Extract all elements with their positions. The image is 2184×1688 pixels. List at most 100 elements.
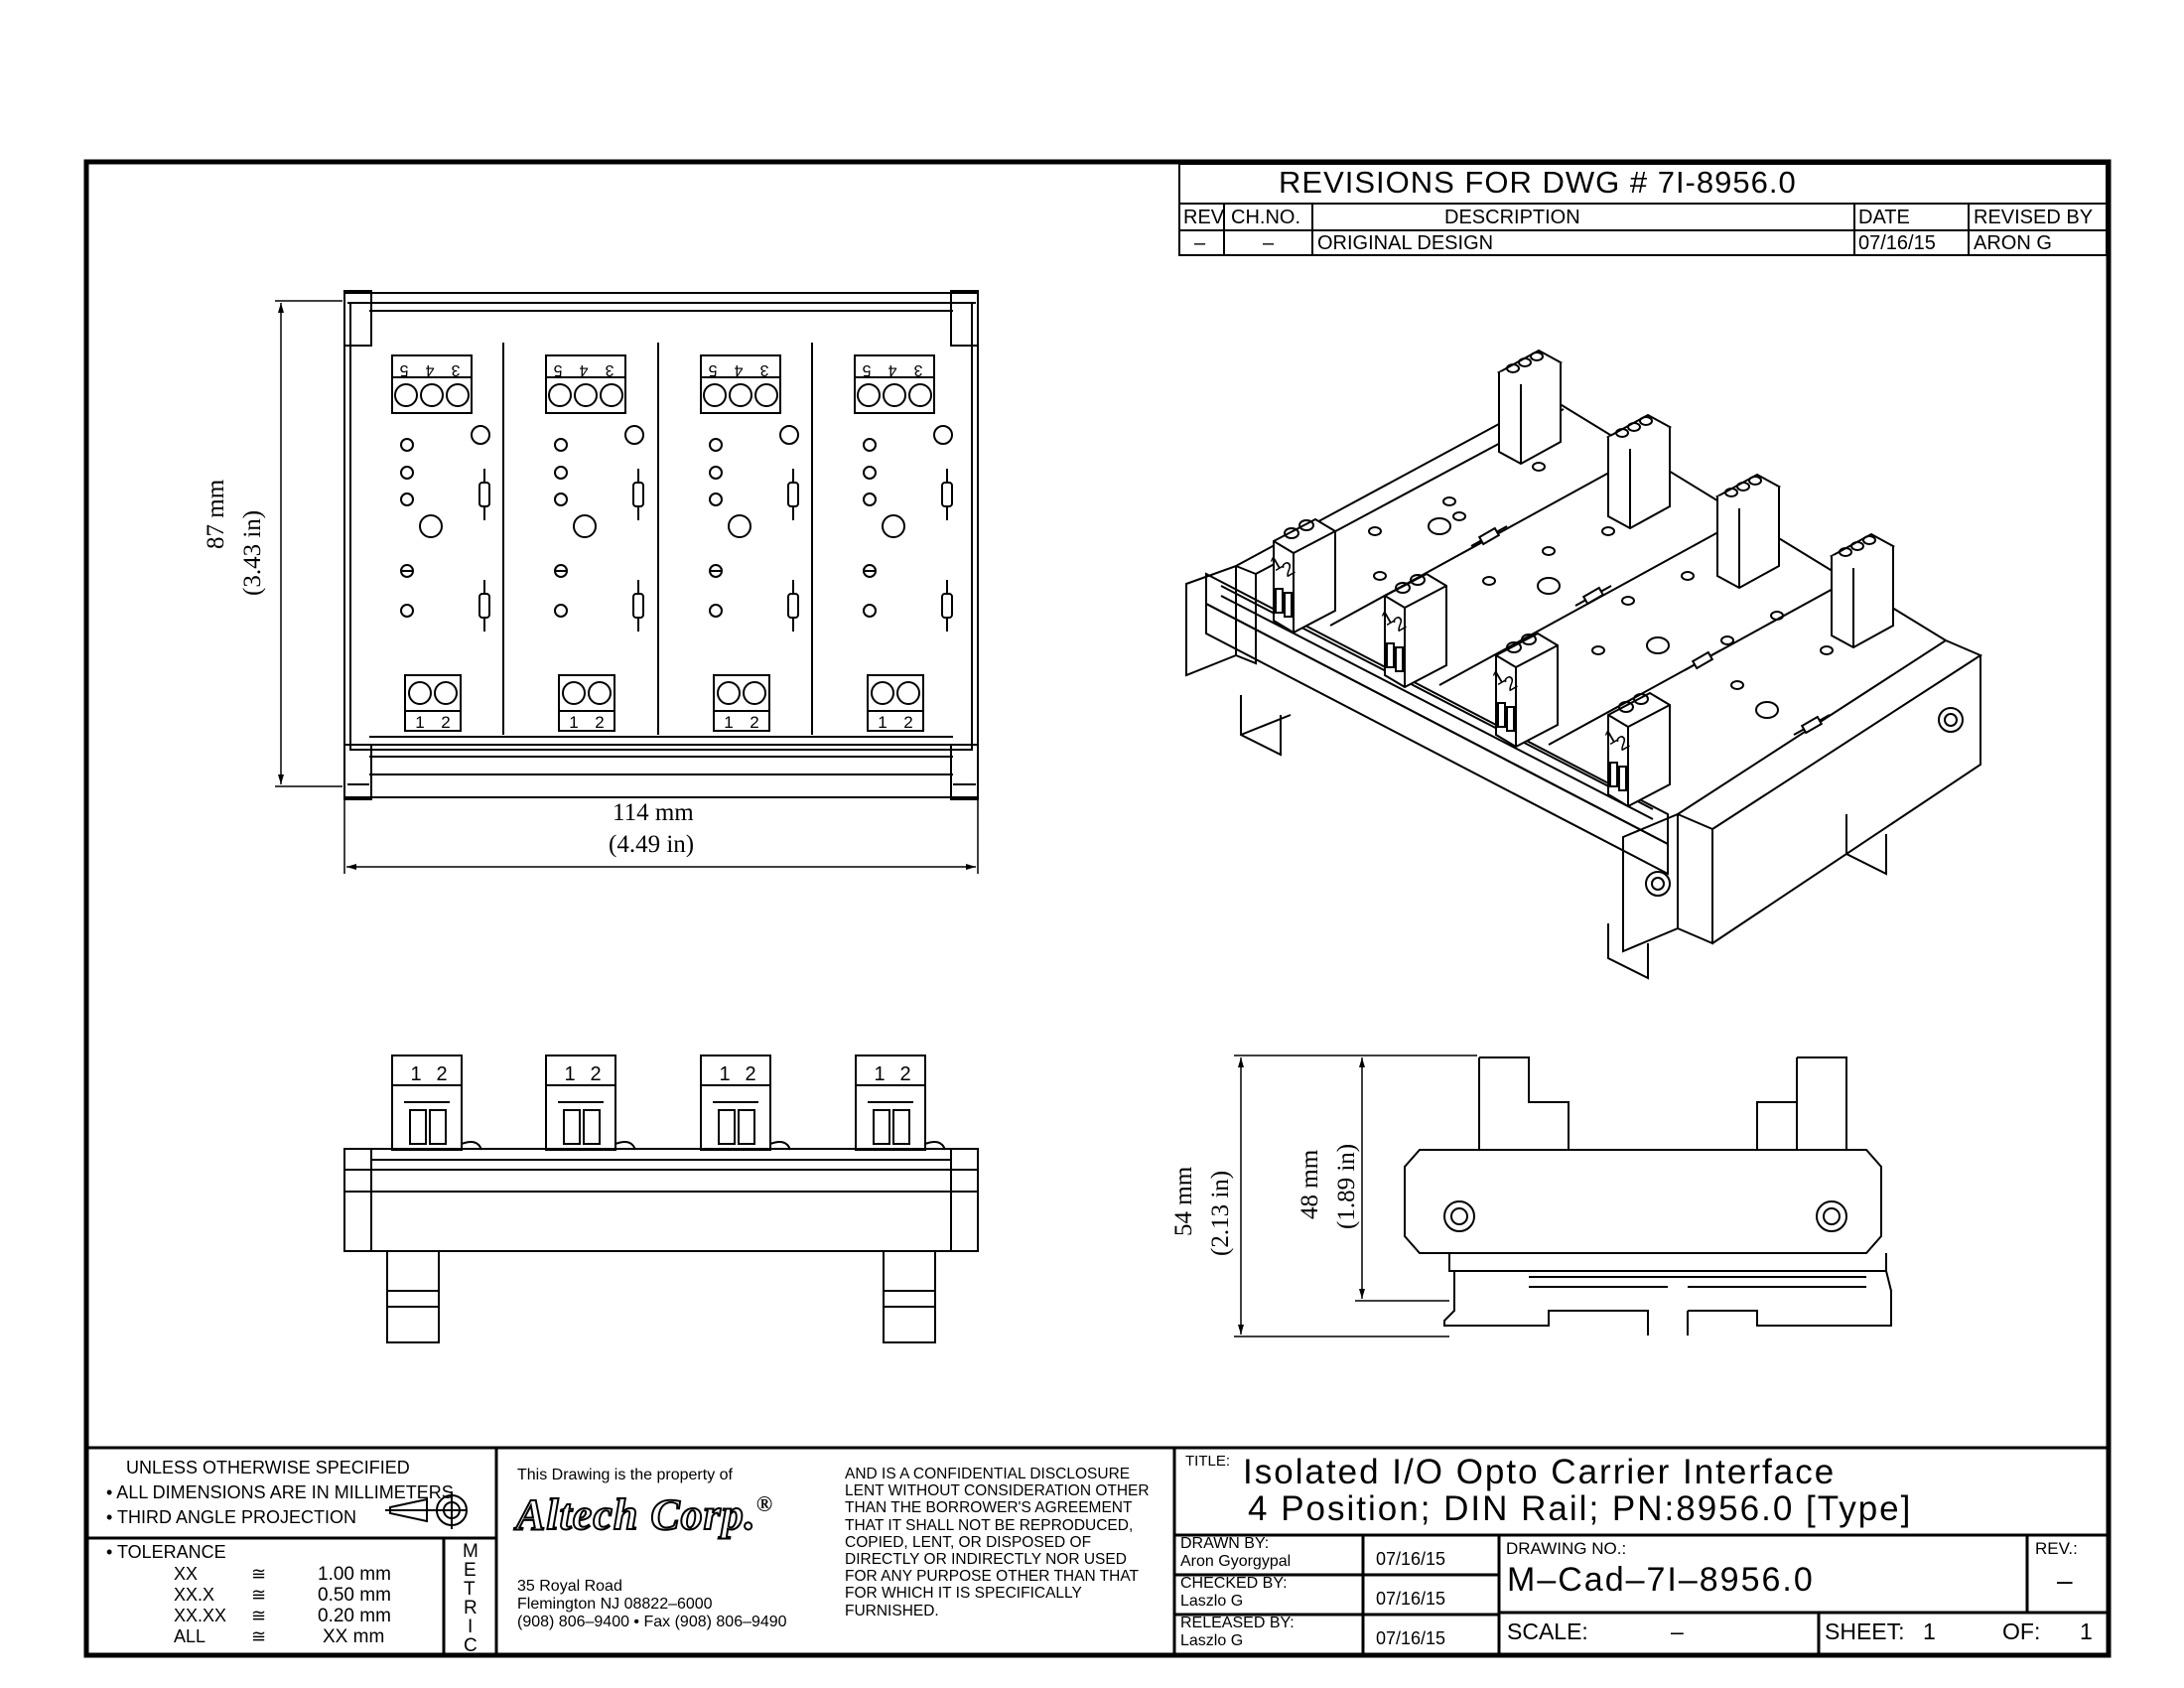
disclosure-line: FOR ANY PURPOSE OTHER THAN THAT xyxy=(845,1568,1139,1586)
tolerance-k1: XX.X xyxy=(174,1585,215,1605)
iso-screw-icon xyxy=(1724,488,1738,497)
front-terminal-body xyxy=(545,1055,616,1151)
tolerance-v1: 0.50 mm xyxy=(318,1585,391,1606)
terminal-screw-icon xyxy=(548,383,572,407)
resistor-icon xyxy=(787,580,799,632)
iso-terminal-low: 12 xyxy=(1378,572,1447,689)
screw-left-icon xyxy=(1443,1200,1475,1232)
mounting-hole-icon xyxy=(400,604,414,618)
checked-date: 07/16/15 xyxy=(1376,1589,1446,1609)
metric-c: C xyxy=(464,1635,478,1656)
wire-entry-icon xyxy=(563,1109,581,1145)
terminal-screw-icon xyxy=(908,383,932,407)
terminal-screw-icon xyxy=(434,681,458,705)
iso-opto-icon xyxy=(1537,577,1561,595)
top-height-mm: 87 mm xyxy=(203,479,229,549)
drawn-label: DRAWN BY: xyxy=(1180,1535,1270,1552)
resistor-icon xyxy=(941,469,953,520)
iso-screw-icon xyxy=(1506,641,1522,653)
iso-terminal-low: 12 xyxy=(1601,691,1671,808)
terminal-screw-icon xyxy=(729,383,752,407)
resistor-icon xyxy=(787,469,799,520)
terminal-screw-icon xyxy=(703,383,727,407)
iso-screw-icon xyxy=(1748,476,1762,486)
tolerance-k0: XX xyxy=(174,1564,199,1584)
disclosure-line: FOR WHICH IT IS SPECIFICALLY xyxy=(845,1585,1082,1603)
released-label: RELEASED BY: xyxy=(1180,1615,1295,1631)
iso-hole-icon xyxy=(1820,645,1834,655)
top-width-in: (4.49 in) xyxy=(609,831,695,858)
iso-screw-icon xyxy=(1627,422,1641,432)
company-logo: Altech Corp.® xyxy=(515,1490,773,1539)
tolerance-s1: ≅ xyxy=(251,1585,267,1605)
top-terminal-label: 3 xyxy=(913,361,922,378)
wire-entry-icon xyxy=(1497,702,1506,728)
front-terminal-label: 1 xyxy=(874,1063,885,1085)
notes-line3: • THIRD ANGLE PROJECTION xyxy=(106,1507,357,1527)
iso-screw-icon xyxy=(1615,428,1629,438)
wire-entry-icon xyxy=(583,1109,601,1145)
side-total-mm: 54 mm xyxy=(1170,1166,1197,1236)
mounting-hole-icon xyxy=(933,425,953,445)
iso-screw-icon xyxy=(1736,482,1750,492)
tolerance-v2: 0.20 mm xyxy=(318,1606,391,1626)
iso-screw-icon xyxy=(1618,701,1634,713)
front-terminal-body xyxy=(391,1055,463,1151)
top-terminal-block xyxy=(854,354,935,414)
top-width-mm: 114 mm xyxy=(613,799,694,826)
disclosure-line: THAT IT SHALL NOT BE REPRODUCED, xyxy=(845,1516,1134,1534)
wire-entry-icon xyxy=(1395,646,1404,672)
iso-opto-icon xyxy=(1428,517,1451,535)
revisions-row-ch-no: – xyxy=(1263,232,1275,254)
company-phone: (908) 806–9400 • Fax (908) 806–9490 xyxy=(517,1614,787,1630)
mounting-hole-icon xyxy=(471,425,490,445)
scale-value: – xyxy=(1671,1618,1684,1644)
revisions-table xyxy=(1178,163,2108,256)
opto-socket-icon xyxy=(419,514,443,538)
front-terminal-label: 2 xyxy=(899,1063,910,1085)
wire-entry-icon xyxy=(738,1109,755,1145)
mounting-hole-icon xyxy=(554,492,568,506)
terminal-screw-icon xyxy=(871,681,894,705)
front-terminal-body xyxy=(855,1055,926,1151)
latch-icon xyxy=(769,1141,791,1151)
resistor-icon xyxy=(632,580,644,632)
terminal-screw-icon xyxy=(883,383,906,407)
top-terminal-label: 4 xyxy=(425,361,434,378)
top-terminal-label: 3 xyxy=(605,361,614,378)
iso-resistor-icon xyxy=(1470,525,1508,547)
top-terminal-block xyxy=(391,354,473,414)
wire-entry-icon xyxy=(1609,762,1618,787)
front-view-rail xyxy=(343,1148,979,1252)
iso-hole-icon xyxy=(1621,596,1635,606)
mounting-hole-icon xyxy=(779,425,799,445)
iso-screw-icon xyxy=(1850,541,1864,551)
front-terminal-label: 1 xyxy=(719,1063,730,1085)
side-body-in: (1.89 in) xyxy=(1333,1143,1360,1229)
opto-socket-icon xyxy=(728,514,751,538)
rev-value: – xyxy=(2057,1565,2073,1596)
wire-entry-icon xyxy=(892,1109,910,1145)
iso-screw-icon xyxy=(1839,547,1852,557)
wire-entry-icon xyxy=(1618,766,1627,791)
side-body-mm: 48 mm xyxy=(1297,1149,1323,1219)
of-label: OF: xyxy=(2002,1618,2041,1644)
terminal-screw-icon xyxy=(896,681,920,705)
revisions-header-date: DATE xyxy=(1858,207,1910,228)
wire-entry-icon xyxy=(718,1109,736,1145)
top-terminal-label: 4 xyxy=(579,361,588,378)
released-date: 07/16/15 xyxy=(1376,1628,1446,1648)
company-name: Altech Corp. xyxy=(515,1490,756,1539)
bottom-terminal-label: 2 xyxy=(903,713,912,732)
opto-socket-icon xyxy=(882,514,905,538)
revisions-row-revised-by: ARON G xyxy=(1974,232,2052,254)
